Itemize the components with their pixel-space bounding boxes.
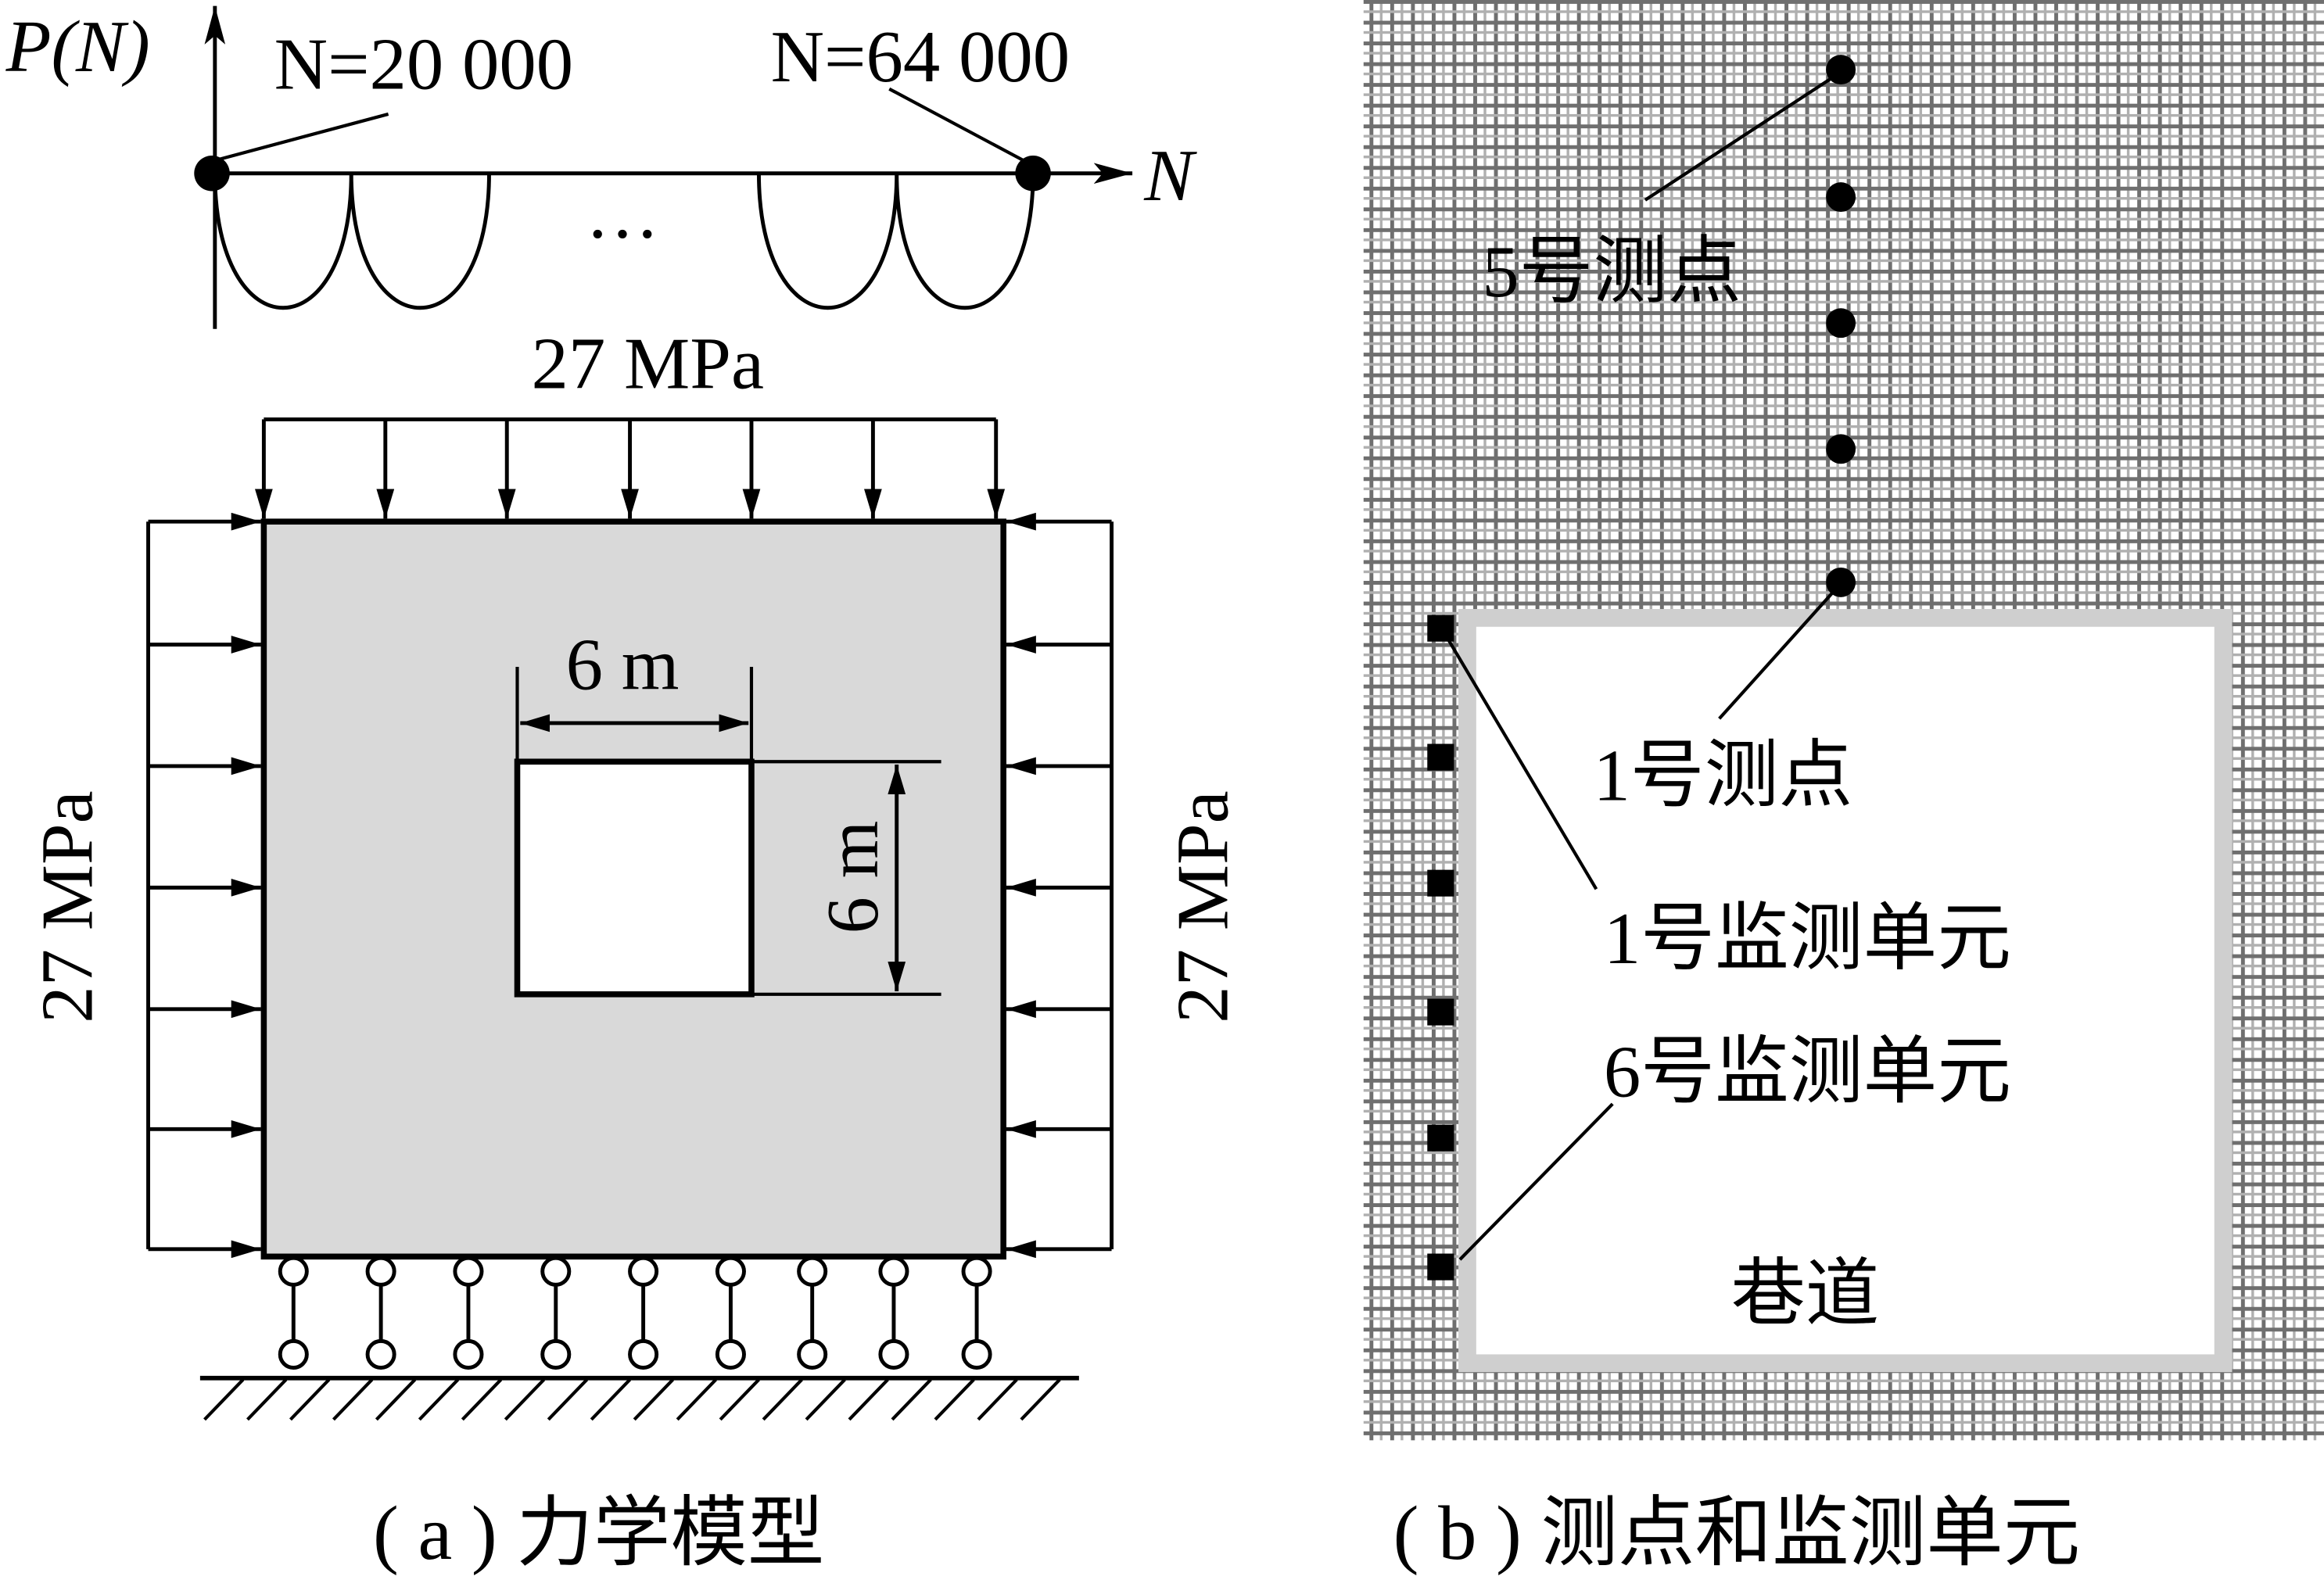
monitoring-units — [1427, 614, 1454, 1281]
y-axis-label: P(N) — [5, 6, 150, 88]
end-point-dot — [1015, 156, 1051, 192]
top-load-arrows — [255, 419, 1006, 519]
support-bottom-pin — [715, 1338, 746, 1370]
roller-support — [628, 1256, 659, 1370]
end-cycle-label: N=64 000 — [771, 16, 1070, 98]
support-bottom-pin — [278, 1338, 309, 1370]
roller-support — [540, 1256, 572, 1370]
width-dimension-label: 6 m — [566, 624, 680, 705]
point-5-label: 5号测点 — [1482, 231, 1741, 313]
monitoring-unit — [1427, 1253, 1454, 1281]
hatch-line — [633, 1378, 675, 1421]
support-top-pin — [540, 1256, 572, 1287]
width-dimension: 6 m — [515, 624, 754, 762]
tunnel-region — [1458, 609, 2233, 1373]
panel-a-mechanical-model: P(N) N … N=20 000 N=64 000 27 MPa 27 MPa… — [5, 5, 1243, 1576]
hatch-line — [547, 1378, 589, 1421]
start-cycle-label: N=20 000 — [274, 24, 573, 106]
monitoring-unit — [1427, 743, 1454, 771]
hatch-line — [504, 1378, 546, 1421]
support-top-pin — [453, 1256, 484, 1287]
support-bottom-pin — [453, 1338, 484, 1370]
hatch-line — [934, 1378, 975, 1421]
hatch-line — [977, 1378, 1018, 1421]
roller-support — [365, 1256, 396, 1370]
monitoring-unit — [1427, 614, 1454, 642]
start-point-dot — [194, 156, 230, 192]
right-load-label: 27 MPa — [1162, 790, 1243, 1023]
left-load-arrows — [148, 512, 261, 1259]
unit-6-leader — [1458, 1102, 1614, 1261]
support-bottom-pin — [878, 1338, 909, 1370]
measurement-point — [1826, 434, 1856, 464]
support-top-pin — [715, 1256, 746, 1287]
panel-b-measurement-points: 5号测点 1号测点 1号监测单元 6号监测单元 巷道 ( b ) 测点和监测单元 — [1363, 0, 2324, 1576]
start-leader-line — [216, 112, 389, 162]
support-top-pin — [878, 1256, 909, 1287]
panel-a-caption: ( a ) 力学模型 — [373, 1491, 824, 1576]
roller-supports — [278, 1256, 992, 1370]
hatch-line — [289, 1378, 331, 1421]
hatch-line — [418, 1378, 460, 1421]
support-top-pin — [628, 1256, 659, 1287]
hatch-line — [375, 1378, 417, 1421]
top-load-label: 27 MPa — [532, 324, 764, 405]
x-axis-label: N — [1143, 135, 1197, 217]
roller-support — [715, 1256, 746, 1370]
hatch-line — [676, 1378, 717, 1421]
support-bottom-pin — [540, 1338, 572, 1370]
hatch-line — [332, 1378, 374, 1421]
tunnel-opening — [514, 758, 755, 998]
point-1-leader — [1718, 586, 1839, 720]
tunnel-label: 巷道 — [1731, 1254, 1880, 1335]
ellipsis: … — [586, 172, 660, 253]
left-load-label: 27 MPa — [27, 790, 109, 1023]
monitoring-unit — [1427, 869, 1454, 897]
hatch-line — [246, 1378, 288, 1421]
height-dimension: 6 m — [751, 760, 941, 996]
hatch-line — [1020, 1378, 1061, 1421]
unit-1-leader — [1444, 633, 1598, 890]
support-bottom-pin — [628, 1338, 659, 1370]
support-bottom-pin — [961, 1338, 992, 1370]
roller-support — [453, 1256, 484, 1370]
support-bottom-pin — [797, 1338, 828, 1370]
support-top-pin — [278, 1256, 309, 1287]
support-top-pin — [797, 1256, 828, 1287]
hatch-line — [848, 1378, 889, 1421]
support-top-pin — [961, 1256, 992, 1287]
measurement-point — [1826, 308, 1856, 339]
hatch-line — [891, 1378, 932, 1421]
hatch-line — [203, 1378, 245, 1421]
cyclic-load-diagram: P(N) N … N=20 000 N=64 000 — [5, 5, 1197, 329]
measurement-points — [1826, 55, 1856, 597]
hatch-line — [590, 1378, 632, 1421]
support-bottom-pin — [365, 1338, 396, 1370]
unit-6-label: 6号监测单元 — [1604, 1032, 2011, 1113]
hatch-line — [762, 1378, 803, 1421]
panel-b-caption: ( b ) 测点和监测单元 — [1393, 1491, 2081, 1576]
hatch-line — [805, 1378, 846, 1421]
point-1-label: 1号测点 — [1594, 736, 1853, 817]
point-5-leader — [1644, 73, 1839, 202]
unit-1-label: 1号监测单元 — [1604, 898, 2011, 980]
height-dimension-label: 6 m — [812, 821, 894, 934]
roller-support — [278, 1256, 309, 1370]
hatch-line — [461, 1378, 503, 1421]
monitoring-unit — [1427, 1124, 1454, 1152]
roller-support — [878, 1256, 909, 1370]
measurement-point — [1826, 182, 1856, 213]
roller-support — [797, 1256, 828, 1370]
end-leader-line — [888, 87, 1024, 162]
roller-support — [961, 1256, 992, 1370]
ground-hatching — [203, 1378, 1061, 1421]
hatch-line — [719, 1378, 760, 1421]
right-load-arrows — [1006, 512, 1112, 1259]
monitoring-unit — [1427, 998, 1454, 1026]
load-cycle-curves — [213, 173, 1035, 310]
support-top-pin — [365, 1256, 396, 1287]
